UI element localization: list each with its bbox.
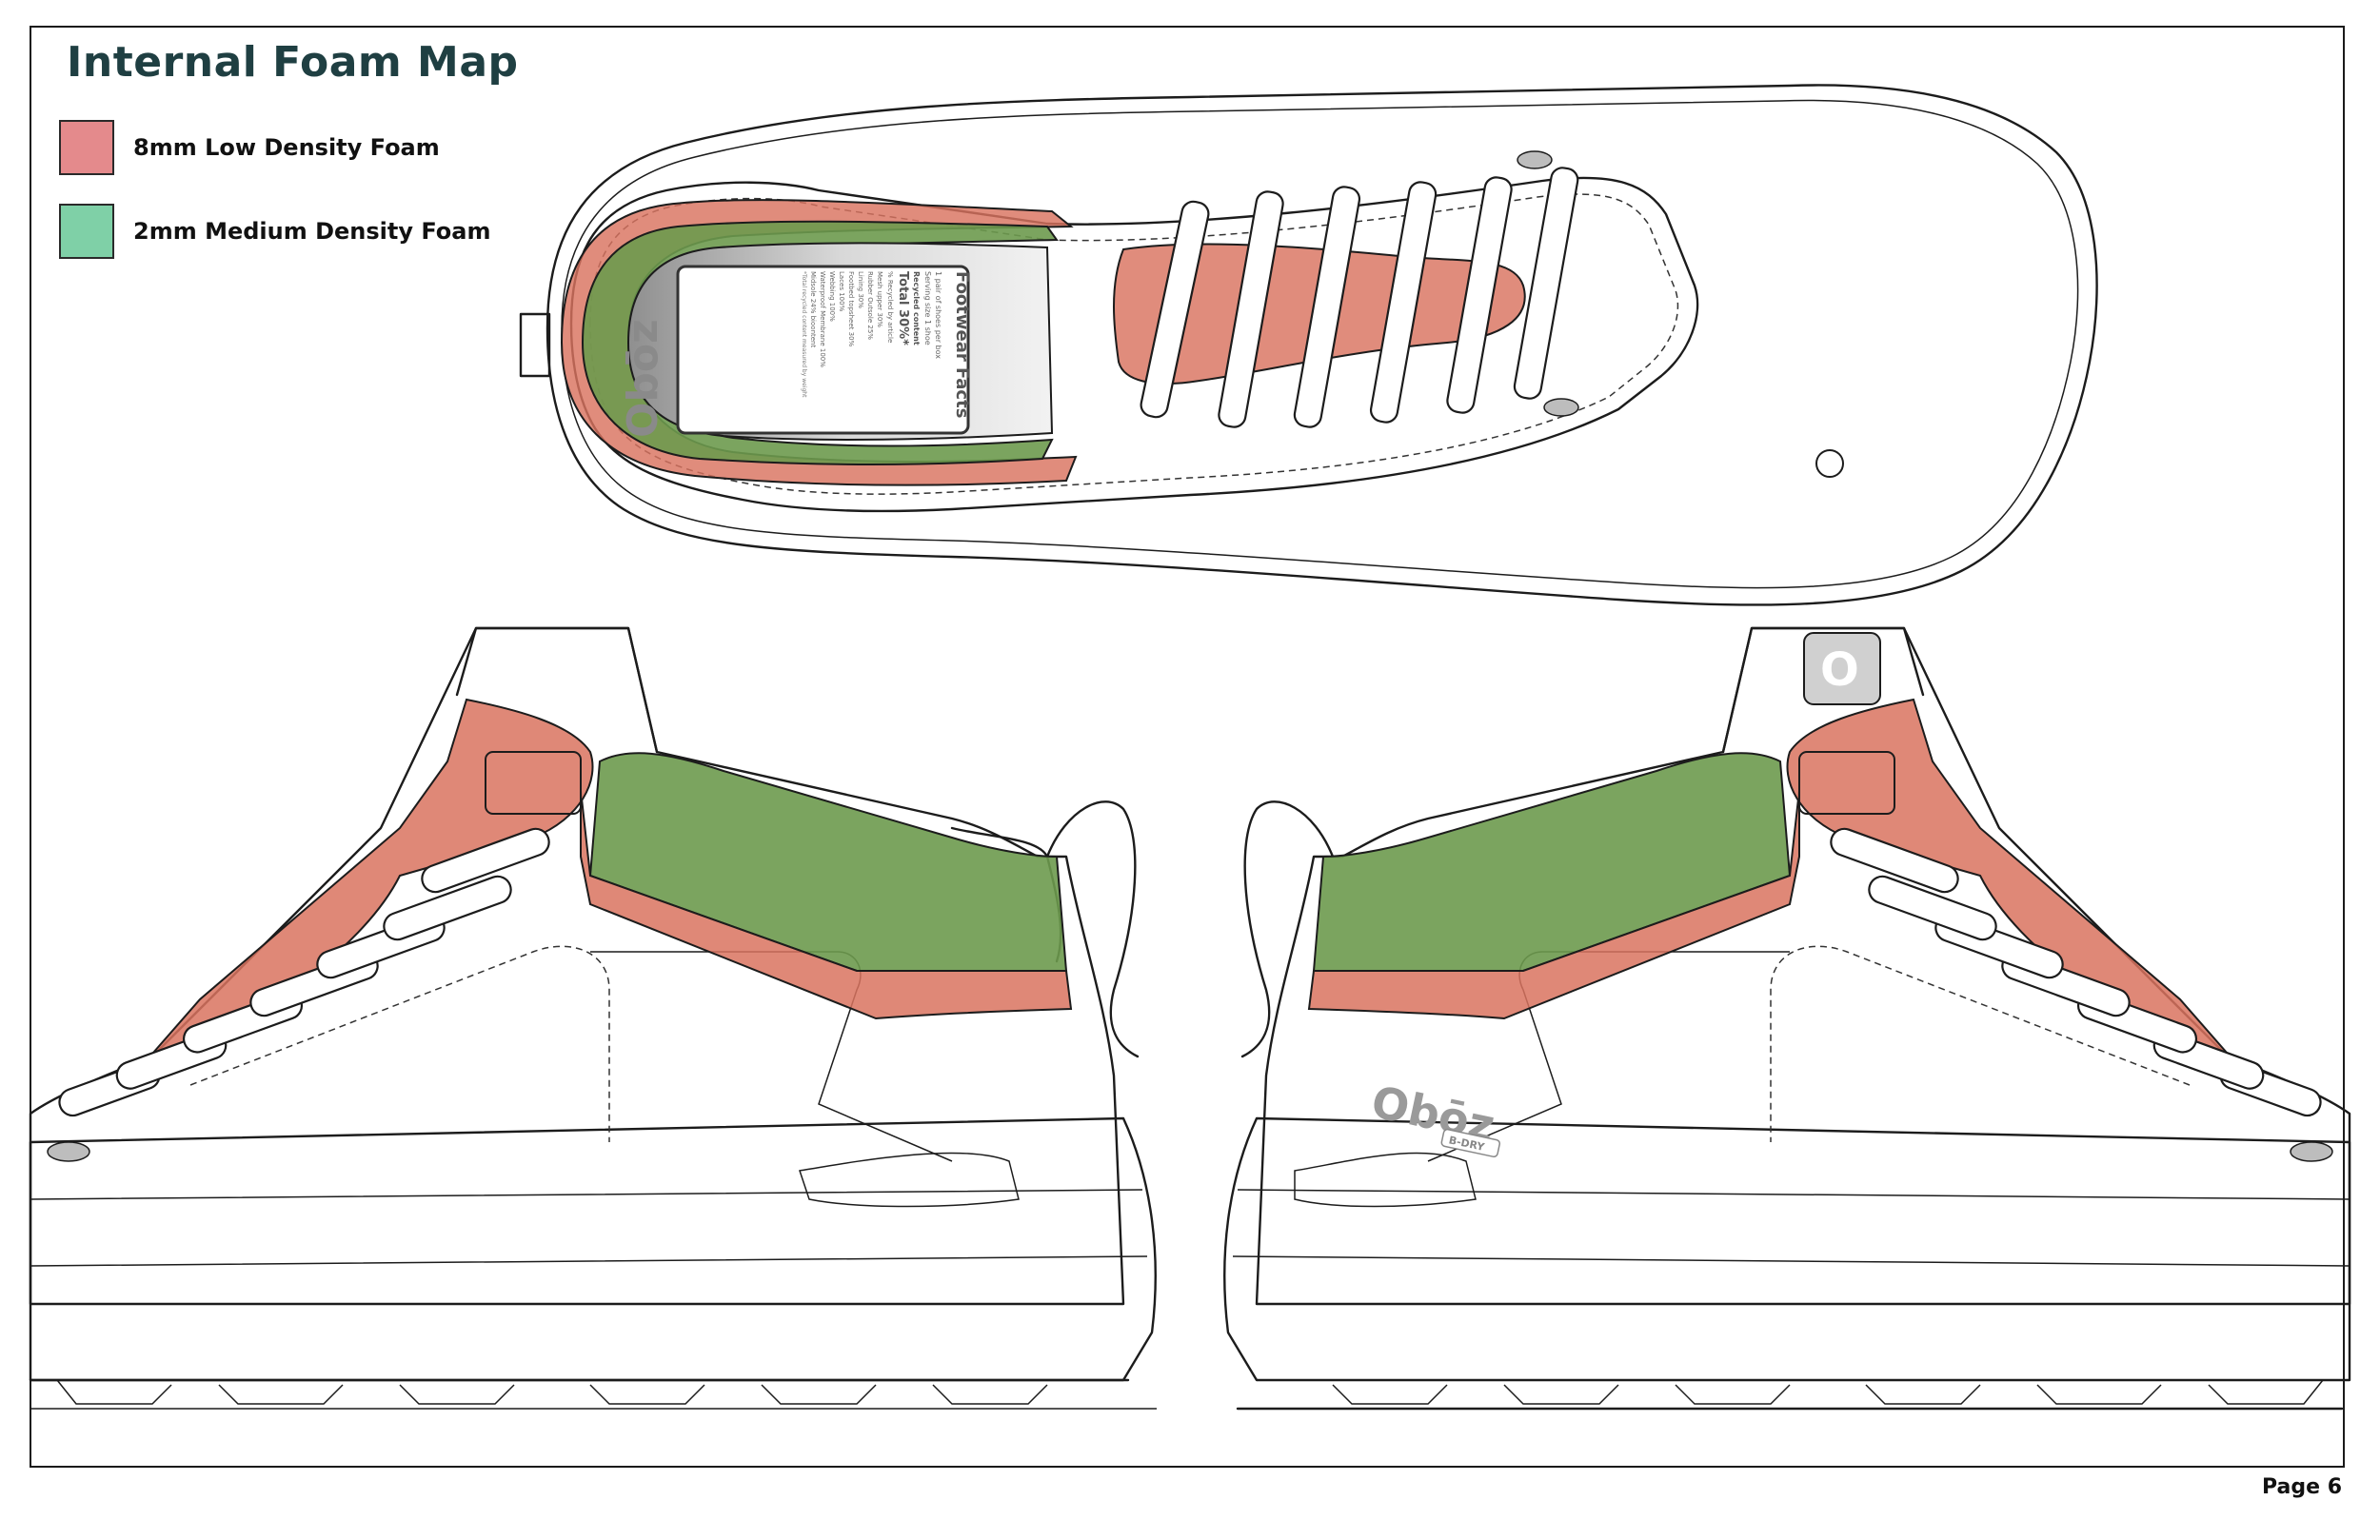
footwear-facts-row: Midsole 24% bioontent [809,271,817,347]
right-heel-loop [1240,800,1335,1058]
legend-item-medium-density: 2mm Medium Density Foam [59,203,490,260]
left-tread-lugs [56,1379,1048,1405]
right-strap-buckle [1798,751,1895,815]
footwear-facts-row: 1 pair of shoes per box [934,271,942,359]
left-sole-lines [30,1189,1148,1267]
footwear-facts-label: Footwear Facts 1 pair of shoes per box S… [619,265,972,438]
right-heel-badge [1440,1128,1501,1158]
left-midsole-window [799,1152,1020,1208]
top-outsole-outline [545,84,2098,606]
top-eyelet [1543,398,1579,417]
left-heel-loop [1045,800,1140,1058]
right-midsole-window [1294,1152,1477,1208]
right-eyelet [2290,1141,2333,1162]
right-side-view-shoe: O Obōz B-DRY [1223,626,2351,1411]
right-laces [1830,827,2322,1117]
footwear-facts-heading: Footwear Facts [952,271,972,418]
legend-swatch-low-density [59,120,114,175]
top-eyelet [1517,150,1553,169]
right-collar-medium-density-foam [1312,752,1792,973]
left-sole-outline [29,1116,1157,1382]
left-side-view-shoe [29,626,1157,1410]
left-tongue-low-density-foam [132,698,594,1076]
top-toe-logo-icon [1815,449,1844,478]
legend-item-low-density: 8mm Low Density Foam [59,119,440,176]
right-tongue-tab [1803,632,1881,705]
left-laces [58,827,550,1117]
legend-label-low-density: 8mm Low Density Foam [133,134,440,161]
footwear-facts-row: Waterproof Membrane 100% [819,271,826,367]
left-panel-stitching [189,945,610,1142]
right-sole-lines [1232,1189,2350,1267]
right-collar-low-density-foam [1307,789,1800,1020]
footwear-facts-row: Serving size 1 shoe [923,271,932,346]
left-tongue-outline [455,626,659,754]
top-view-shoe: Footwear Facts 1 pair of shoes per box S… [519,84,2098,606]
left-eyelet [47,1141,90,1162]
footwear-facts-row: Recycled content [912,271,921,346]
right-tread-lugs [1332,1379,2324,1405]
top-midsole-outline [561,99,2079,589]
footwear-facts-row: Footbed topsheet 30% [847,271,855,347]
footwear-facts-row: Mesh upper 30% [876,271,883,327]
right-panel-stitching [1770,945,2191,1142]
right-tongue-outline [1721,626,1925,754]
footwear-facts-total: Total 30%* [896,271,910,346]
footbed-logo: Obōz [619,319,667,438]
footwear-facts-footnote: *Total recycled content measured by weig… [801,271,807,398]
right-tongue-low-density-foam [1786,698,2248,1076]
page-title: Internal Foam Map [67,38,519,87]
footwear-facts-row: Webbing 100% [828,271,836,322]
page-number: Page 6 [2261,1475,2342,1499]
legend-label-medium-density: 2mm Medium Density Foam [133,218,491,245]
footwear-facts-row: Lining 30% [857,271,864,308]
left-strap-buckle [485,751,582,815]
top-heel-tab [519,312,551,378]
left-collar-medium-density-foam [588,752,1068,973]
top-laces [1140,167,1579,428]
footwear-facts-row: Laces 100% [838,271,845,312]
left-collar-low-density-foam [580,789,1073,1020]
right-sole-outline [1223,1116,2351,1382]
right-tongue-tab-logo: O [1820,643,1859,697]
footwear-facts-panel [676,265,970,435]
legend-swatch-medium-density [59,204,114,259]
top-upper-outline [569,176,1699,513]
page-frame [30,26,2345,1468]
footwear-facts-row: Rubber Outsole 25% [866,271,874,340]
footwear-facts-row: % Recycled by article [886,271,894,343]
